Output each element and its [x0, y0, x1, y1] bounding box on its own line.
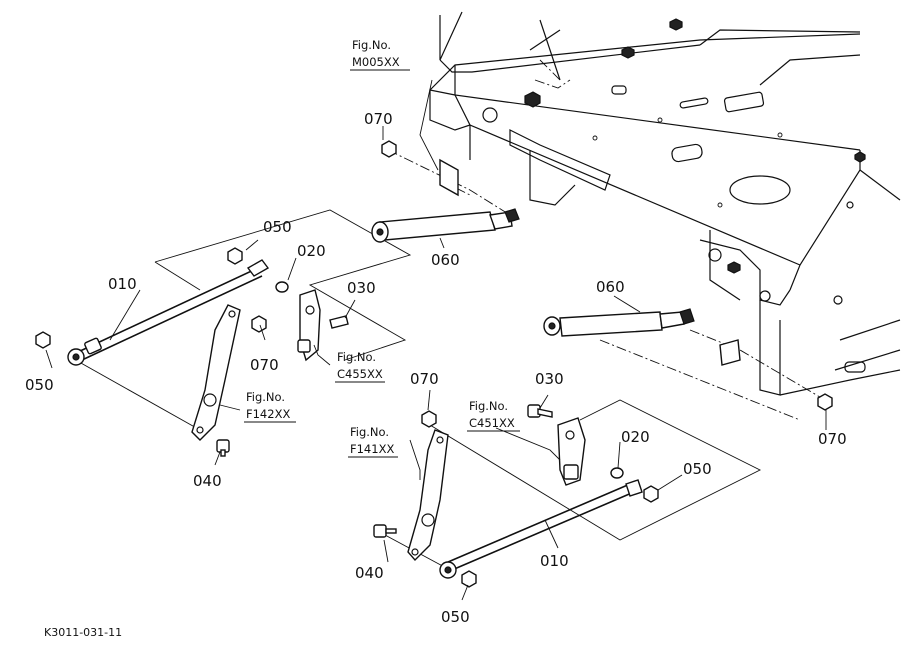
part-label-030-right[interactable]: 030: [535, 370, 564, 388]
figref-c451-code: C451XX: [469, 416, 515, 430]
figref-c455[interactable]: Fig.No. C455XX: [335, 350, 385, 383]
figref-f141-code: F141XX: [350, 442, 394, 456]
upper-gas-spring: [371, 140, 520, 243]
part-label-010-left[interactable]: 010: [108, 275, 137, 293]
label-pointers: [45, 79, 827, 601]
figref-f142-title: Fig.No.: [246, 390, 285, 404]
chassis-frame: [429, 11, 901, 396]
figref-f141-title: Fig.No.: [350, 425, 389, 439]
right-assembly: [373, 399, 762, 588]
lower-gas-spring: [543, 308, 833, 411]
part-label-020-left[interactable]: 020: [297, 242, 326, 260]
figure-references: Fig.No. M005XX Fig.No. C455XX Fig.No. F1…: [244, 38, 520, 458]
left-assembly: [35, 209, 412, 457]
diagram-code: K3011-031-11: [44, 626, 122, 639]
figref-c455-title: Fig.No.: [337, 350, 376, 364]
part-label-010-right[interactable]: 010: [540, 552, 569, 570]
figref-m005[interactable]: Fig.No. M005XX: [350, 38, 410, 71]
part-label-050-right-bottom[interactable]: 050: [441, 608, 470, 626]
part-label-060-upper[interactable]: 060: [431, 251, 460, 269]
figref-f142-code: F142XX: [246, 407, 290, 421]
part-label-070-top[interactable]: 070: [364, 110, 393, 128]
part-label-040-right[interactable]: 040: [355, 564, 384, 582]
part-label-060-lower[interactable]: 060: [596, 278, 625, 296]
part-label-040-left[interactable]: 040: [193, 472, 222, 490]
figref-c451-title: Fig.No.: [469, 399, 508, 413]
figref-f142[interactable]: Fig.No. F142XX: [244, 390, 296, 423]
part-label-050-left-top[interactable]: 050: [263, 218, 292, 236]
part-label-070-far-right[interactable]: 070: [818, 430, 847, 448]
part-label-050-right-top[interactable]: 050: [683, 460, 712, 478]
part-label-020-right[interactable]: 020: [621, 428, 650, 446]
part-label-070-right[interactable]: 070: [410, 370, 439, 388]
part-label-050-left-bottom[interactable]: 050: [25, 376, 54, 394]
figref-c451[interactable]: Fig.No. C451XX: [467, 399, 520, 432]
part-label-030-left[interactable]: 030: [347, 279, 376, 297]
figref-c455-code: C455XX: [337, 367, 383, 381]
figref-m005-title: Fig.No.: [352, 38, 391, 52]
part-label-070-left[interactable]: 070: [250, 356, 279, 374]
part-labels: 070 050 020 010 030 070 050 040 060 060 …: [25, 110, 847, 626]
figref-f141[interactable]: Fig.No. F141XX: [348, 425, 398, 458]
figref-m005-code: M005XX: [352, 55, 400, 69]
